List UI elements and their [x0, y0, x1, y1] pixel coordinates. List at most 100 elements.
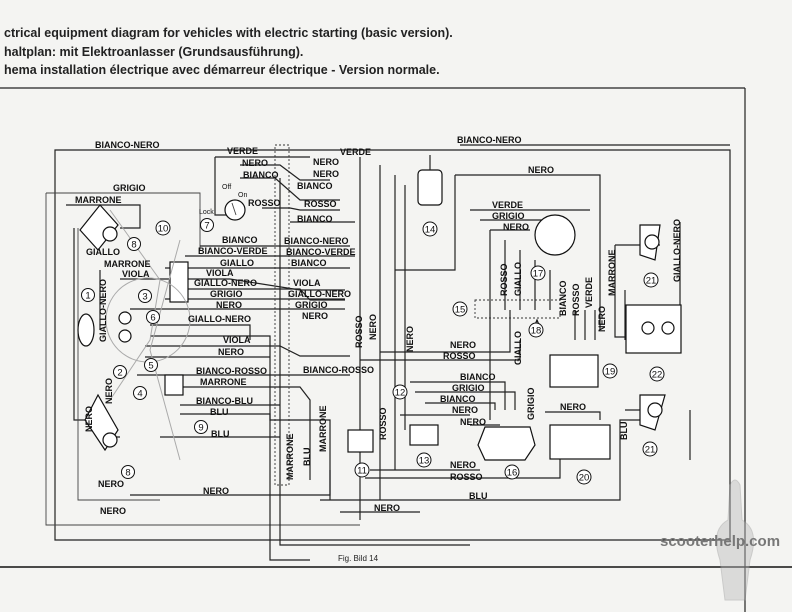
key-switch-icon — [534, 214, 576, 256]
svg-text:19: 19 — [605, 367, 616, 378]
svg-text:17: 17 — [533, 269, 544, 280]
component-8b-marker: 8 — [121, 465, 135, 479]
svg-text:7: 7 — [204, 221, 209, 232]
wire-label: BLU — [210, 407, 229, 417]
wire-label: NERO — [216, 300, 242, 310]
wire-label: GIALLO — [513, 262, 523, 296]
wire-label: BLU — [302, 448, 312, 467]
wire-label: ROSSO — [248, 198, 281, 208]
wire-label: MARRONE — [200, 377, 247, 387]
svg-text:21: 21 — [645, 445, 656, 456]
wire-label: BIANCO-VERDE — [286, 247, 356, 257]
wire-label: BIANCO — [558, 281, 568, 317]
wire-label: BLU — [619, 422, 629, 441]
component-21b-marker: 21 — [642, 441, 658, 457]
wire-label: MARRONE — [607, 250, 617, 297]
wire-label: NERO — [460, 417, 486, 427]
wire-label: GRIGIO — [295, 300, 328, 310]
rectifier-regulator-icon — [477, 426, 536, 461]
wire-label: NERO — [560, 402, 586, 412]
headlight-switch-icon — [169, 261, 189, 303]
svg-text:18: 18 — [531, 326, 542, 337]
connector-blocks — [274, 144, 561, 486]
wire-label: ROSSO — [571, 283, 581, 316]
wire-label: MARRONE — [318, 406, 328, 453]
wire-label: BIANCO-ROSSO — [196, 366, 267, 376]
component-13-marker: 13 — [416, 452, 432, 468]
wire-label: VERDE — [340, 147, 371, 157]
rear-turn-signal-right-icon — [639, 394, 666, 431]
wire-label: BIANCO-NERO — [457, 135, 522, 145]
wire-label: BIANCO — [440, 394, 476, 404]
wire-label: NERO — [405, 326, 415, 352]
wire-label: GIALLO-NERO — [672, 219, 682, 282]
wire-label: BIANCO — [291, 258, 327, 268]
wire-label: NERO — [302, 311, 328, 321]
wire-label: ROSSO — [304, 199, 337, 209]
wire-label: NERO — [104, 378, 114, 404]
component-8-marker: 8 — [127, 237, 141, 251]
component-2-marker: 2 — [113, 365, 127, 379]
svg-text:12: 12 — [395, 388, 406, 399]
wire-label: NERO — [374, 503, 400, 513]
svg-text:11: 11 — [357, 466, 367, 477]
front-turn-signal-right-icon — [639, 224, 661, 261]
svg-text:1: 1 — [85, 291, 90, 302]
figure-caption: Fig. Bild 14 — [338, 554, 379, 563]
wire-label: BLU — [469, 491, 488, 501]
wire-label: NERO — [313, 169, 339, 179]
wire-label: GRIGIO — [492, 211, 525, 221]
regulator-icon — [164, 374, 184, 396]
wire-label: ROSSO — [499, 263, 509, 296]
title-french: hema installation électrique avec démarr… — [4, 63, 440, 77]
front-turn-signal-left-icon — [79, 204, 119, 251]
wire-labels: BIANCO-NERO VERDE NERO BIANCO ROSSO GRIG… — [75, 135, 682, 516]
component-16-marker: 16 — [504, 464, 520, 480]
svg-text:20: 20 — [579, 473, 590, 484]
wire-label: NERO — [528, 165, 554, 175]
wire-label: GRIGIO — [452, 383, 485, 393]
wire-label: GIALLO-NERO — [98, 279, 108, 342]
wire-label: BIANCO-BLU — [196, 396, 253, 406]
svg-text:15: 15 — [455, 305, 466, 316]
component-12-marker: 12 — [392, 384, 408, 400]
svg-text:2: 2 — [117, 368, 122, 379]
wire-label: VIOLA — [223, 335, 251, 345]
wire-label: BIANCO — [297, 214, 333, 224]
wire-label: NERO — [100, 506, 126, 516]
component-15-marker: 15 — [452, 301, 468, 317]
wire-label: GIALLO-NERO — [188, 314, 251, 324]
wire-label: BIANCO-NERO — [95, 140, 160, 150]
switch-label-lock: Lock — [199, 209, 214, 216]
component-14-marker: 14 — [422, 221, 438, 237]
ignition-switch-icon — [224, 199, 246, 221]
switch-label-off: Off — [222, 184, 231, 191]
component-4-marker: 4 — [133, 386, 147, 400]
wire-label: GIALLO — [513, 331, 523, 365]
wire-label: MARRONE — [104, 259, 151, 269]
component-11-marker: 11 — [354, 462, 370, 478]
wire-label: GIALLO — [86, 247, 120, 257]
wire-label: NERO — [84, 406, 94, 432]
component-1-marker: 1 — [81, 288, 95, 302]
svg-text:22: 22 — [652, 370, 663, 381]
wire-label: MARRONE — [285, 434, 295, 481]
wire-label: NERO — [452, 405, 478, 415]
scooter-logo-watermark — [715, 479, 755, 601]
wire-label: BIANCO — [297, 181, 333, 191]
svg-text:21: 21 — [646, 276, 657, 287]
wire-label: NERO — [368, 314, 378, 340]
wire-label: BIANCO — [243, 170, 279, 180]
svg-text:3: 3 — [142, 292, 147, 303]
component-9-marker: 9 — [194, 420, 208, 434]
wire-label: GIALLO — [220, 258, 254, 268]
wire-label: VERDE — [584, 277, 594, 308]
indicator-relay-icon — [549, 354, 599, 388]
svg-text:14: 14 — [425, 225, 436, 236]
wire-label: ROSSO — [450, 472, 483, 482]
svg-text:10: 10 — [158, 224, 169, 235]
wire-label: GRIGIO — [210, 289, 243, 299]
title-english: ctrical equipment diagram for vehicles w… — [4, 26, 453, 40]
tail-light-icon — [77, 313, 95, 347]
component-7-marker: 7 — [200, 218, 214, 232]
